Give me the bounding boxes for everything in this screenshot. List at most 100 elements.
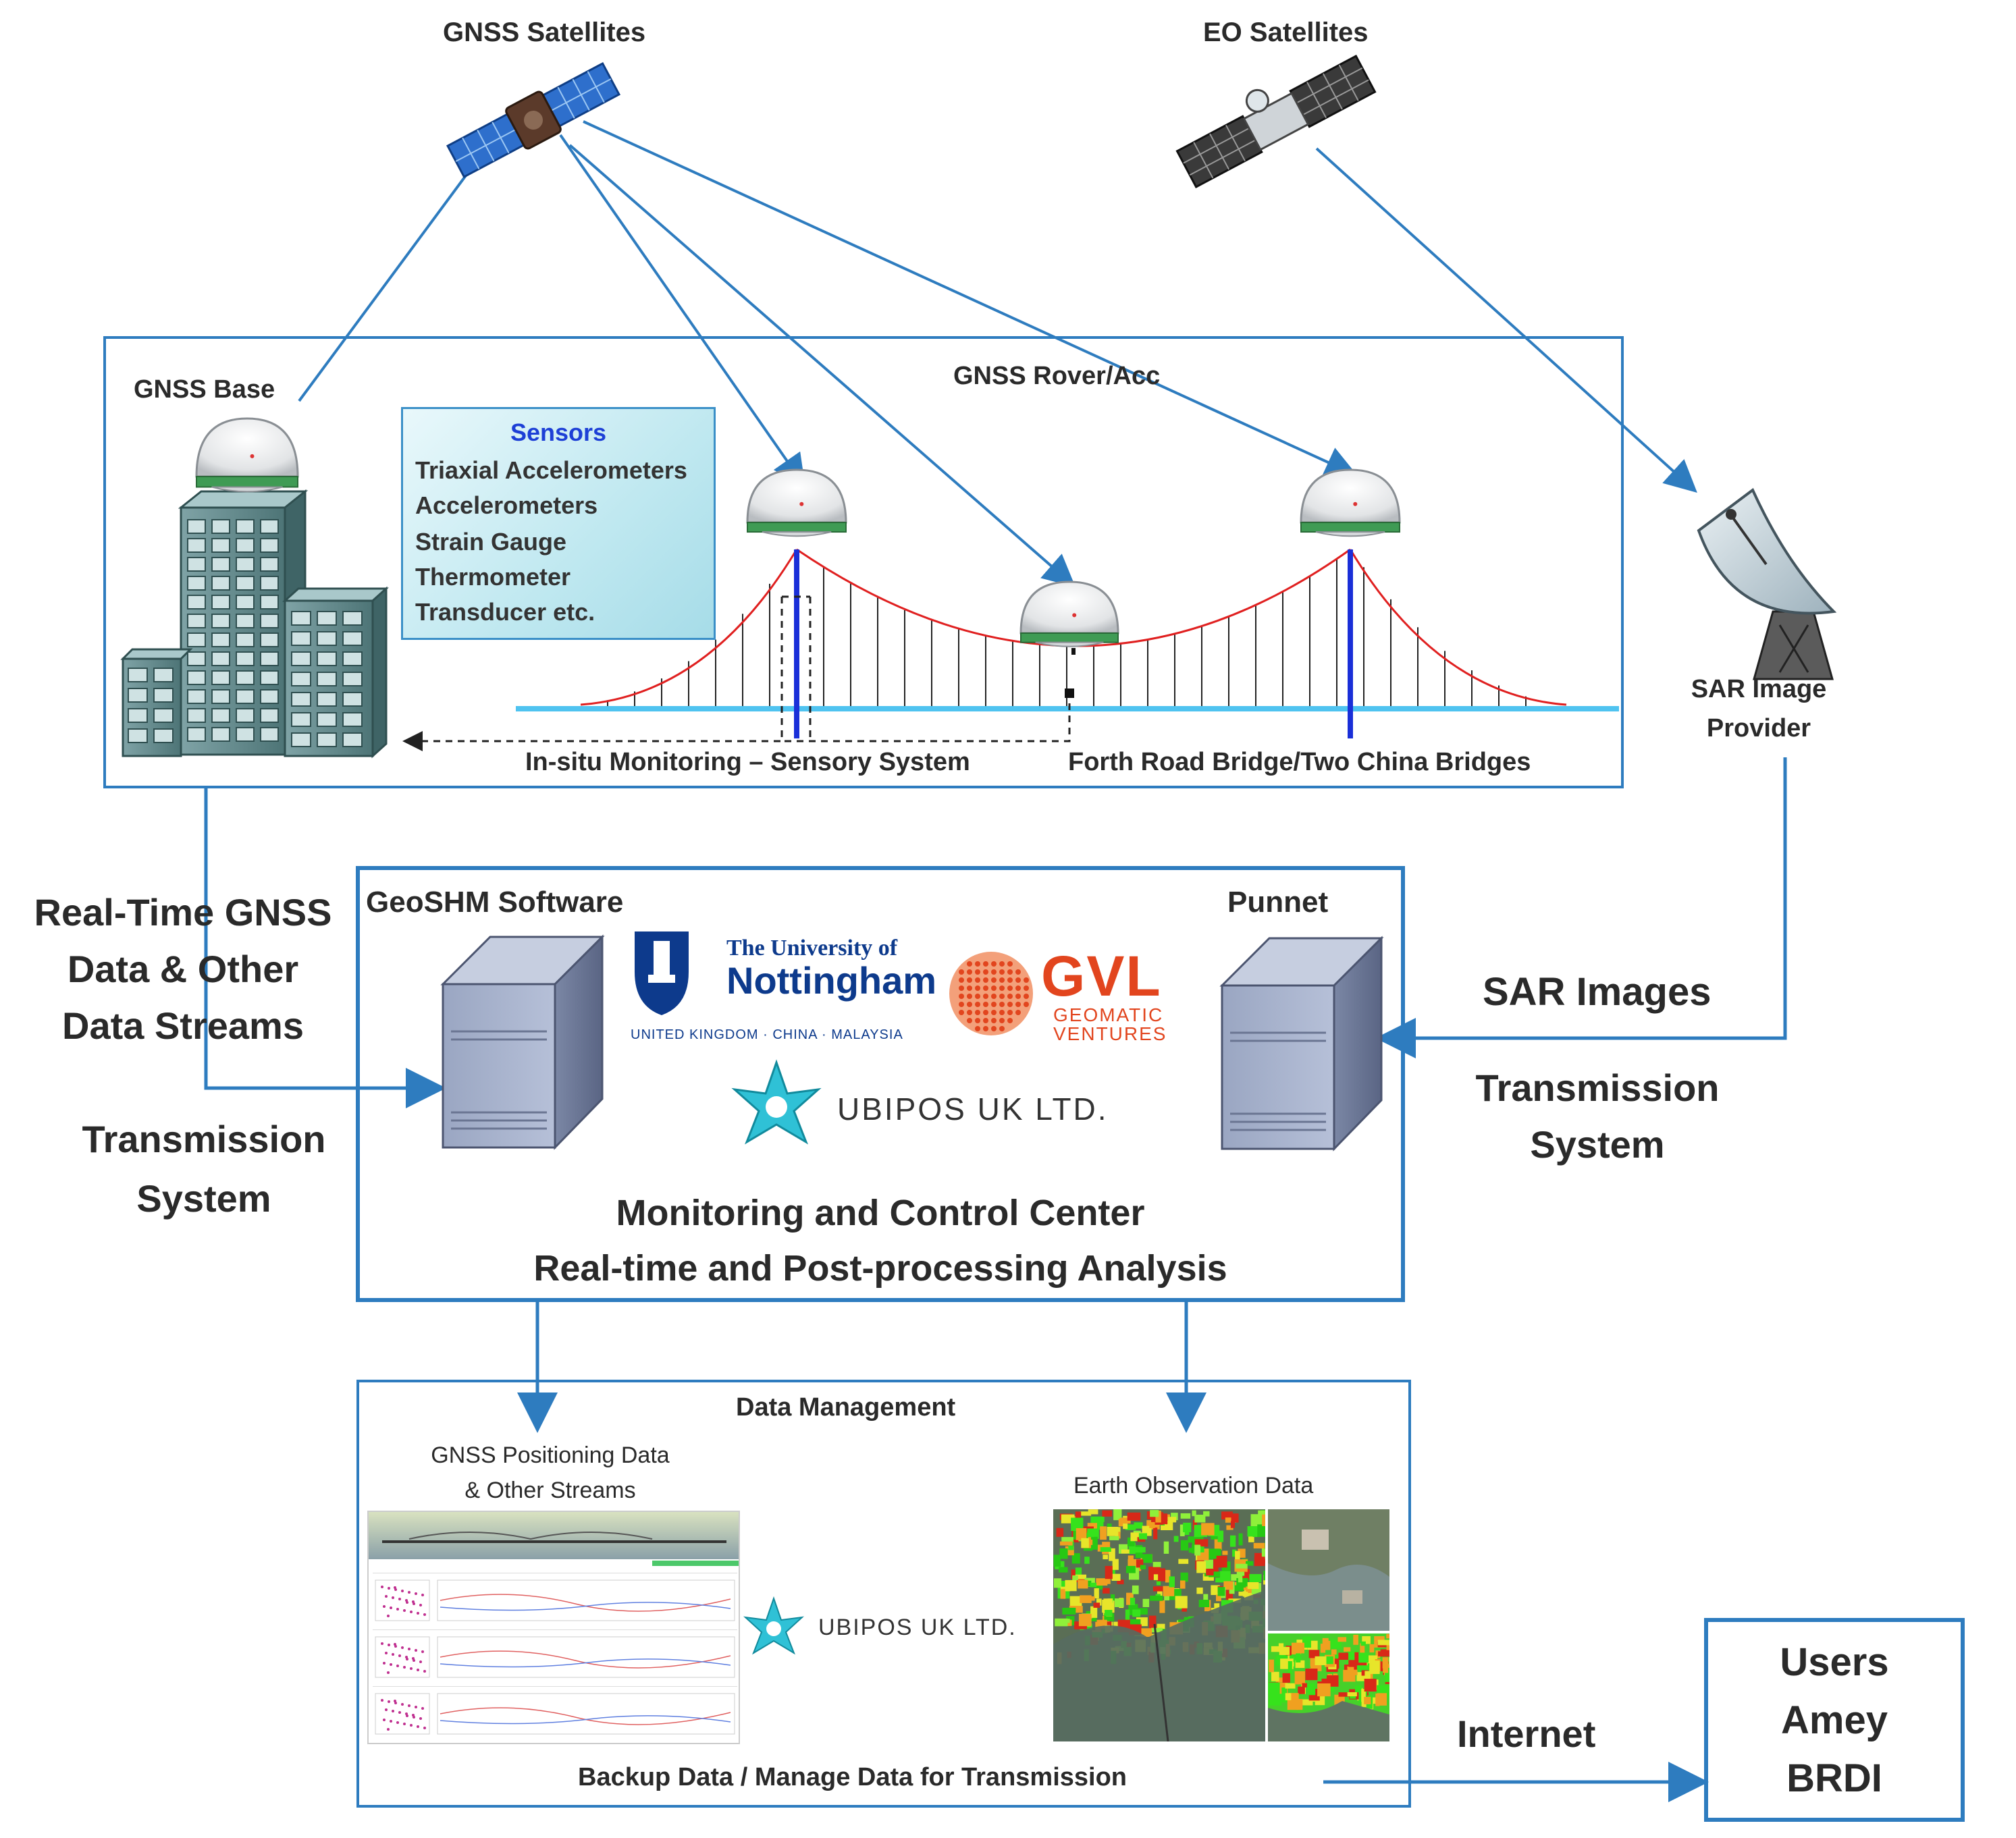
gvl-dot: [975, 977, 980, 983]
building-window: [291, 651, 311, 666]
data-management-title: Data Management: [736, 1393, 956, 1422]
eo-pixel: [1153, 1574, 1159, 1580]
ubipos-small-logo-text: UBIPOS UK LTD.: [818, 1615, 1017, 1640]
building-window: [236, 651, 255, 666]
eo-pixel: [1112, 1559, 1119, 1570]
eo-pixel: [1347, 1692, 1357, 1697]
gvl-dot: [983, 1018, 988, 1023]
eo-pixel: [1222, 1550, 1228, 1555]
gvl-dot: [1007, 1010, 1013, 1015]
eo-pixel: [1198, 1600, 1210, 1608]
eo-pixel: [1238, 1592, 1248, 1596]
eo-pixel: [1196, 1561, 1206, 1573]
gvl-dot: [999, 1018, 1005, 1023]
building-window: [187, 708, 206, 723]
gvl-dot: [959, 985, 964, 991]
gvl-dot: [991, 994, 997, 999]
building-window: [211, 538, 230, 553]
eo-pixel: [1163, 1541, 1169, 1554]
eo-pixel: [1361, 1698, 1367, 1708]
building-window: [187, 595, 206, 610]
eo-pixel: [1211, 1585, 1220, 1596]
eo-pixel: [1354, 1685, 1362, 1693]
main-cable-right: [1349, 549, 1567, 706]
eo-pixel: [1206, 1569, 1214, 1576]
eo-pixel: [1225, 1590, 1234, 1602]
building-window: [211, 557, 230, 572]
eo-pixel: [1159, 1600, 1165, 1613]
gvl-dot: [983, 1010, 988, 1015]
eo-pixel: [1111, 1594, 1115, 1601]
eo-pixel: [1296, 1652, 1301, 1663]
gvl-dot: [1007, 1002, 1013, 1007]
eo-pixel: [1230, 1521, 1235, 1528]
building-window: [260, 538, 279, 553]
eo-pixel: [1344, 1647, 1351, 1652]
building-window: [342, 672, 363, 686]
building-window: [187, 557, 206, 572]
eo-pixel: [1180, 1572, 1188, 1582]
server-right-icon: [1219, 936, 1384, 1152]
eo-pixel: [1080, 1511, 1092, 1516]
building-window: [128, 688, 148, 703]
eo-pixel: [1192, 1519, 1197, 1530]
eo-pixel: [1236, 1563, 1248, 1569]
eo-pixel: [1071, 1569, 1076, 1579]
gvl-dot: [1007, 985, 1013, 991]
gvl-dot: [1015, 1010, 1021, 1015]
gvl-dot: [975, 1002, 980, 1007]
eo-pixel: [1167, 1517, 1177, 1523]
eo-pixel: [1386, 1633, 1389, 1639]
eo-pixel: [1192, 1510, 1196, 1517]
eo-pixel: [1388, 1667, 1389, 1681]
nottingham-line2: Nottingham: [726, 959, 937, 1002]
gnss-base-label: GNSS Base: [134, 375, 275, 404]
building-window: [187, 651, 206, 666]
eo-data-label: Earth Observation Data: [1073, 1473, 1314, 1498]
eo-pixel: [1221, 1511, 1233, 1520]
eo-pixel: [1125, 1565, 1136, 1573]
eo-pixel: [1362, 1636, 1371, 1644]
eo-pixel: [1103, 1598, 1113, 1611]
building-window: [153, 688, 174, 703]
eo-pixel: [1127, 1512, 1141, 1521]
eo-pixel: [1059, 1548, 1068, 1559]
sar-dish-icon: [1697, 487, 1837, 680]
eo-map-heat-svg: [1268, 1633, 1389, 1741]
gvl-dot: [999, 1002, 1005, 1007]
gvl-dot: [1024, 977, 1029, 983]
gvl-dot: [959, 977, 964, 983]
eo-pixel: [1261, 1547, 1265, 1559]
gvl-dot: [975, 994, 980, 999]
nottingham-crest-icon: [635, 931, 689, 1015]
dashboard-bridge-thumb: [382, 1532, 726, 1543]
gvl-dot: [1007, 977, 1013, 983]
eo-pixel: [1271, 1671, 1279, 1681]
eo-pixel: [1322, 1638, 1329, 1650]
eo-pixel: [1151, 1627, 1163, 1633]
eo-map-aerial-svg: [1268, 1509, 1389, 1631]
eo-satellite-icon: [1175, 55, 1377, 188]
eo-pixel: [1121, 1549, 1130, 1554]
building-window: [260, 519, 279, 534]
eo-pixel: [1194, 1514, 1206, 1523]
building-window: [211, 632, 230, 647]
sensor-item: Triaxial Accelerometers: [415, 456, 687, 484]
gvl-dot: [999, 994, 1005, 999]
eo-pixel: [1279, 1646, 1290, 1655]
building-window: [317, 651, 337, 666]
sar-images-label: SAR Images: [1483, 970, 1712, 1014]
building-window: [187, 689, 206, 704]
building-window: [187, 576, 206, 591]
eo-pixel: [1100, 1526, 1107, 1540]
eo-pixel: [1248, 1533, 1254, 1542]
eo-pixel: [1238, 1548, 1246, 1558]
eo-pixel: [1215, 1577, 1225, 1583]
eo-pixel: [1315, 1656, 1327, 1665]
building-window: [236, 595, 255, 610]
building-window: [260, 727, 279, 742]
eo-pixel: [1092, 1517, 1105, 1522]
right-transmission-line2: System: [1530, 1123, 1665, 1166]
eo-pixel: [1141, 1628, 1152, 1638]
